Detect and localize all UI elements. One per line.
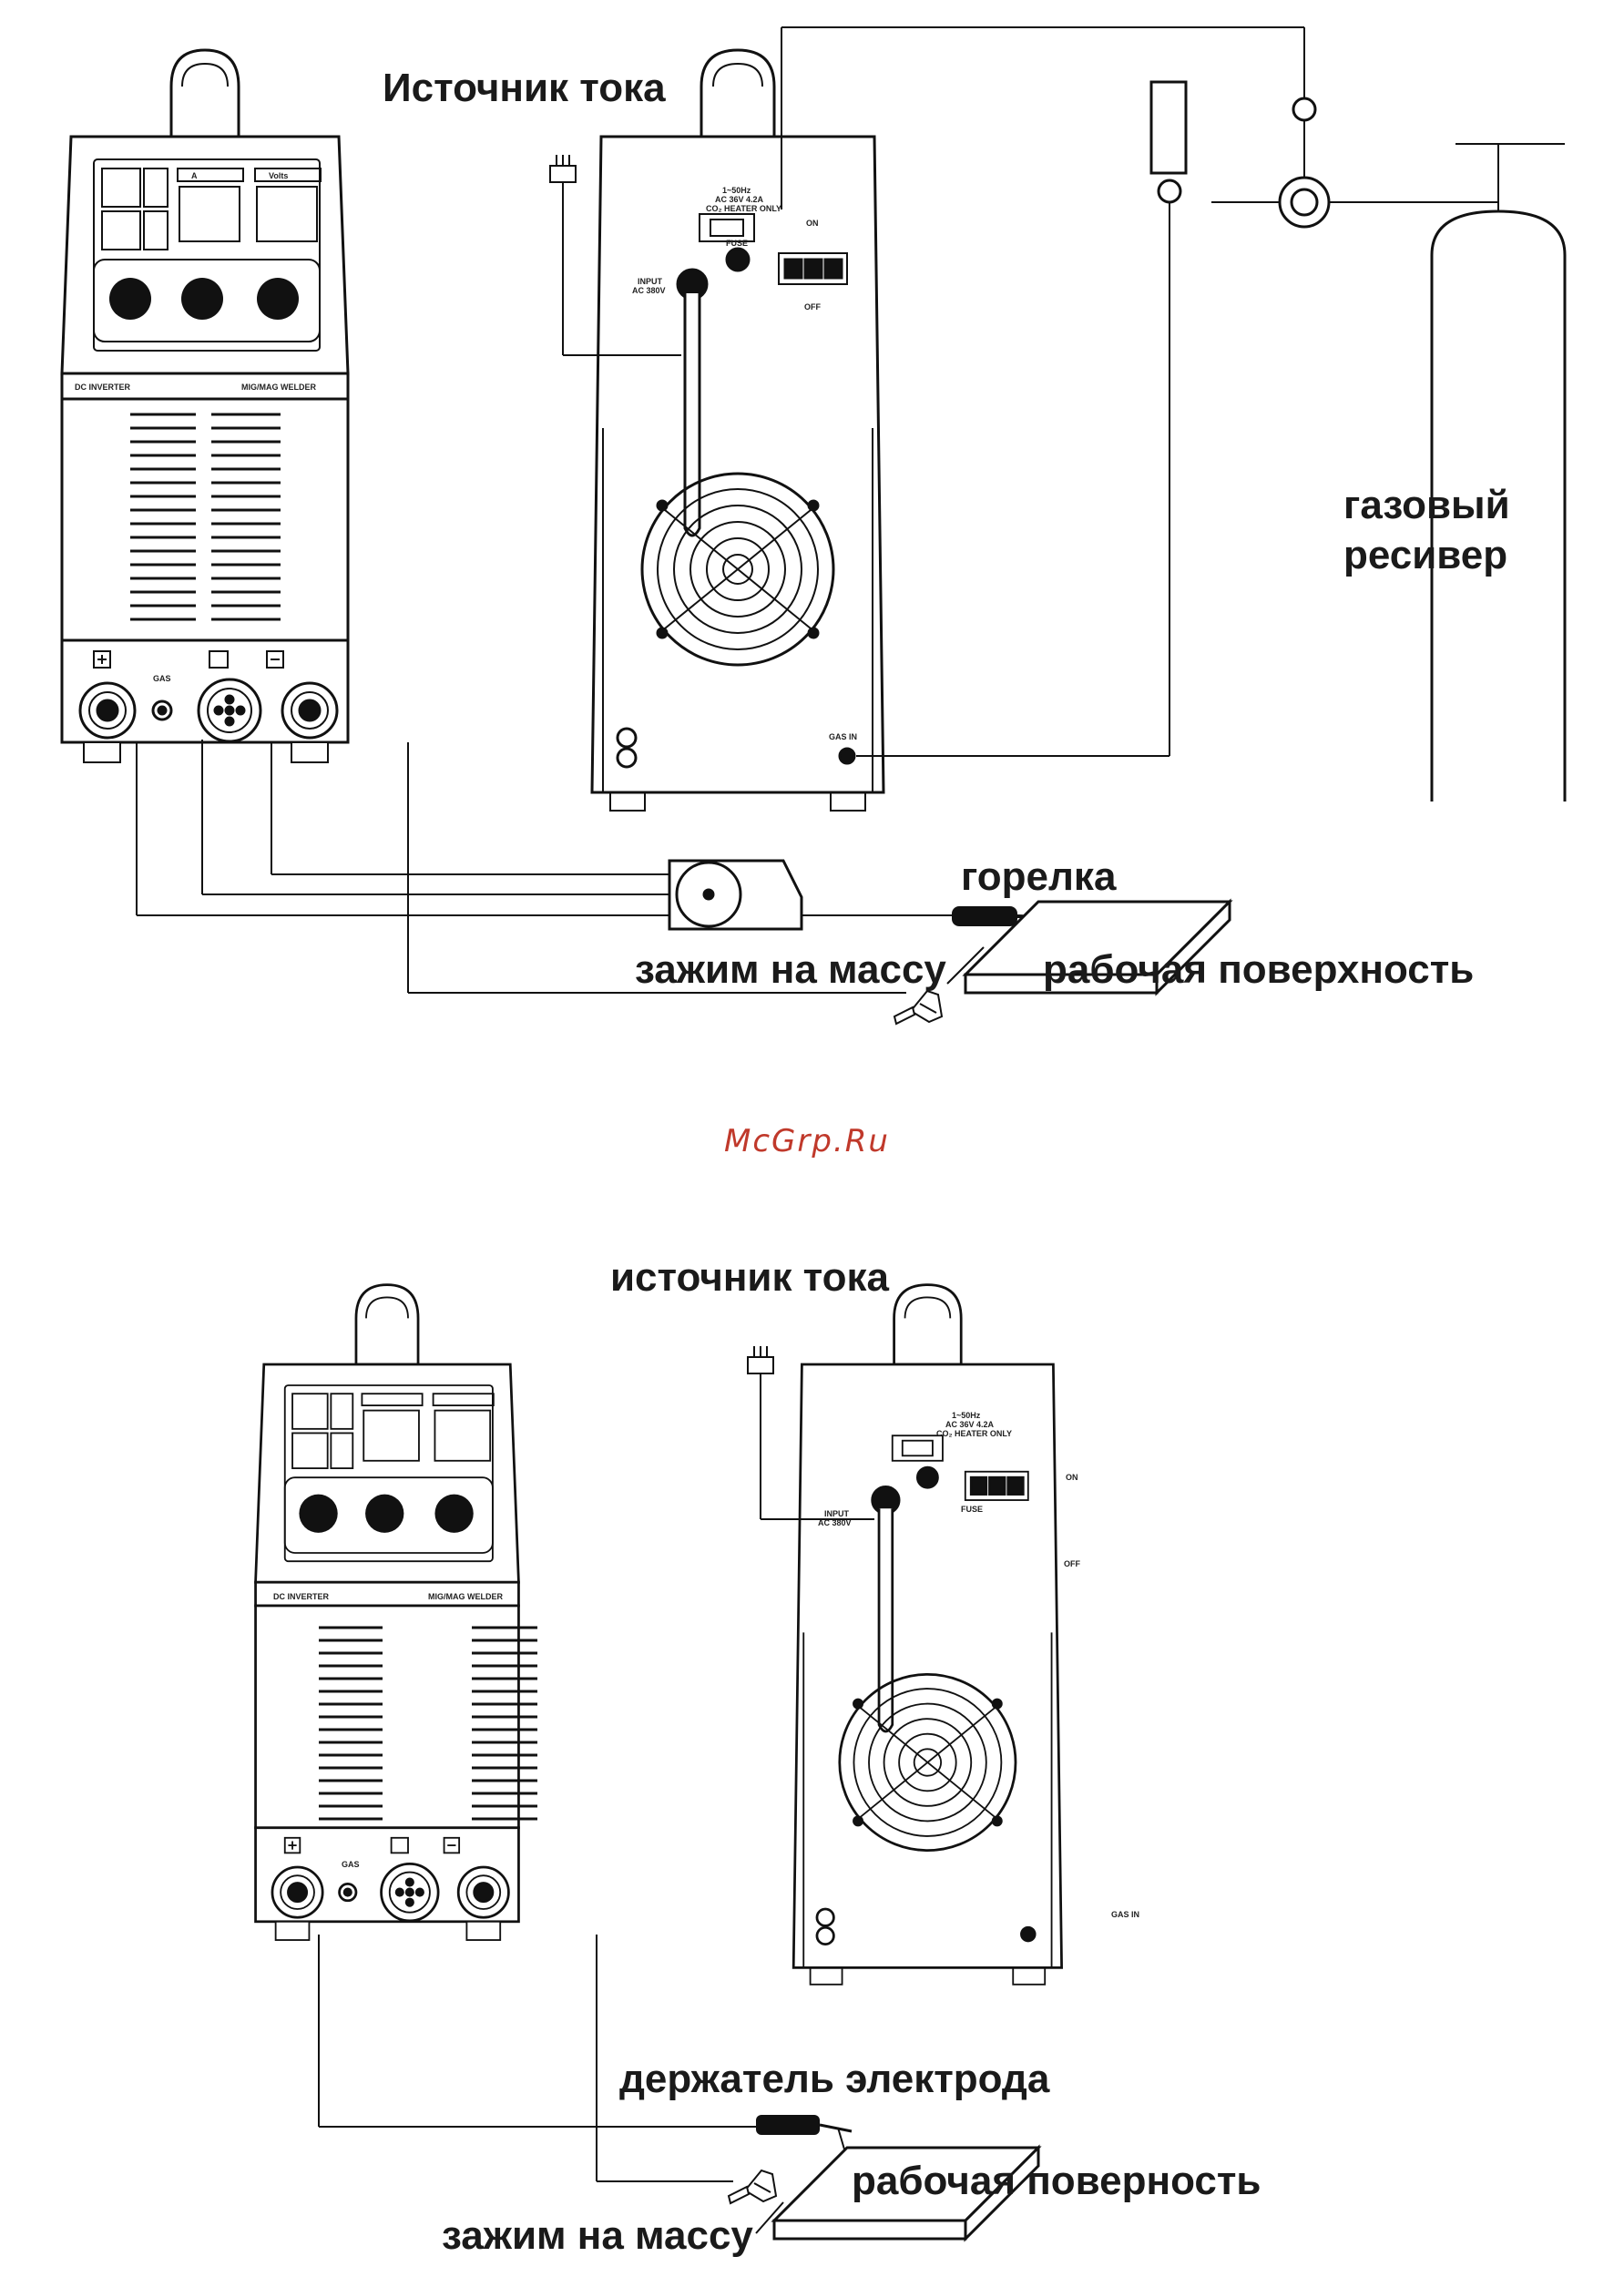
top-off-label: OFF <box>804 302 821 311</box>
top-front-vents <box>130 413 281 621</box>
bottom-power-plug-icon <box>747 1345 774 1374</box>
bottom-clamp-pointer <box>755 2201 784 2234</box>
bottom-front-vents <box>319 1626 537 1821</box>
bottom-front-brand-right: MIG/MAG WELDER <box>428 1592 503 1601</box>
top-torch-label: горелка <box>961 854 1117 899</box>
bottom-front-gas-label: GAS <box>342 1860 360 1869</box>
top-heater-line2: AC 36V 4.2A <box>715 195 764 204</box>
bottom-heater-line2: AC 36V 4.2A <box>945 1420 995 1429</box>
top-heater-line1: 1~50Hz <box>722 186 751 195</box>
bottom-ground-clamp-icon <box>728 2170 777 2204</box>
bottom-electrode-holder-label: держатель электрода <box>619 2057 1050 2101</box>
top-gas-cylinder <box>1430 143 1567 802</box>
bottom-off-label: OFF <box>1064 1559 1080 1568</box>
top-gas-receiver-line2: ресивер <box>1343 533 1508 577</box>
top-front-display-a: A <box>191 171 198 180</box>
top-back-labels: 1~50Hz AC 36V 4.2A CO₂ HEATER ONLY INPUT… <box>632 186 857 741</box>
top-input-line1: INPUT <box>638 277 663 286</box>
top-welder-back <box>590 48 885 812</box>
top-front-gas-label: GAS <box>153 674 171 683</box>
top-clamp-pointer <box>946 946 985 985</box>
bottom-back-labels: 1~50Hz AC 36V 4.2A CO₂ HEATER ONLY INPUT… <box>818 1411 1139 1919</box>
top-front-brand-left: DC INVERTER <box>75 383 131 392</box>
top-ground-clamp-icon <box>894 990 943 1025</box>
bottom-wiring <box>318 1371 874 2182</box>
top-gas-in-label: GAS IN <box>829 732 857 741</box>
bottom-on-label: ON <box>1066 1473 1078 1482</box>
bottom-heater-line3: CO₂ HEATER ONLY <box>936 1429 1012 1438</box>
top-ground-clamp-label: зажим на массу <box>635 947 946 992</box>
bottom-heater-line1: 1~50Hz <box>952 1411 981 1420</box>
top-work-surface-label: рабочая поверхность <box>1043 947 1475 992</box>
bottom-input-line1: INPUT <box>824 1509 850 1518</box>
top-front-display-v: Volts <box>269 171 288 180</box>
bottom-gas-in-label: GAS IN <box>1111 1910 1139 1919</box>
bottom-electrode-holder-icon <box>756 2115 853 2160</box>
watermark: McGrp.Ru <box>724 1123 890 1159</box>
top-power-source-label: Источник тока <box>383 66 666 110</box>
top-heater-line3: CO₂ HEATER ONLY <box>706 204 781 213</box>
top-gas-receiver-line1: газовый <box>1343 483 1510 527</box>
top-wire-feeder <box>668 859 803 931</box>
bottom-welder-front <box>254 1283 520 1942</box>
bottom-power-source-label: источник тока <box>610 1255 890 1300</box>
bottom-input-line2: AC 380V <box>818 1518 852 1527</box>
top-on-label: ON <box>806 219 819 228</box>
bottom-front-brand-left: DC INVERTER <box>273 1592 330 1601</box>
top-power-plug-icon <box>549 154 577 183</box>
bottom-fuse-label: FUSE <box>961 1505 983 1514</box>
top-welder-front <box>60 48 350 764</box>
bottom-ground-clamp-label: зажим на массу <box>442 2213 753 2258</box>
top-input-line2: AC 380V <box>632 286 666 295</box>
bottom-work-surface-label: рабочая поверность <box>852 2159 1261 2203</box>
top-front-brand-right: MIG/MAG WELDER <box>241 383 316 392</box>
top-gas-regulator <box>1149 80 1331 229</box>
top-fuse-label: FUSE <box>726 239 748 248</box>
bottom-welder-back <box>792 1283 1063 1986</box>
